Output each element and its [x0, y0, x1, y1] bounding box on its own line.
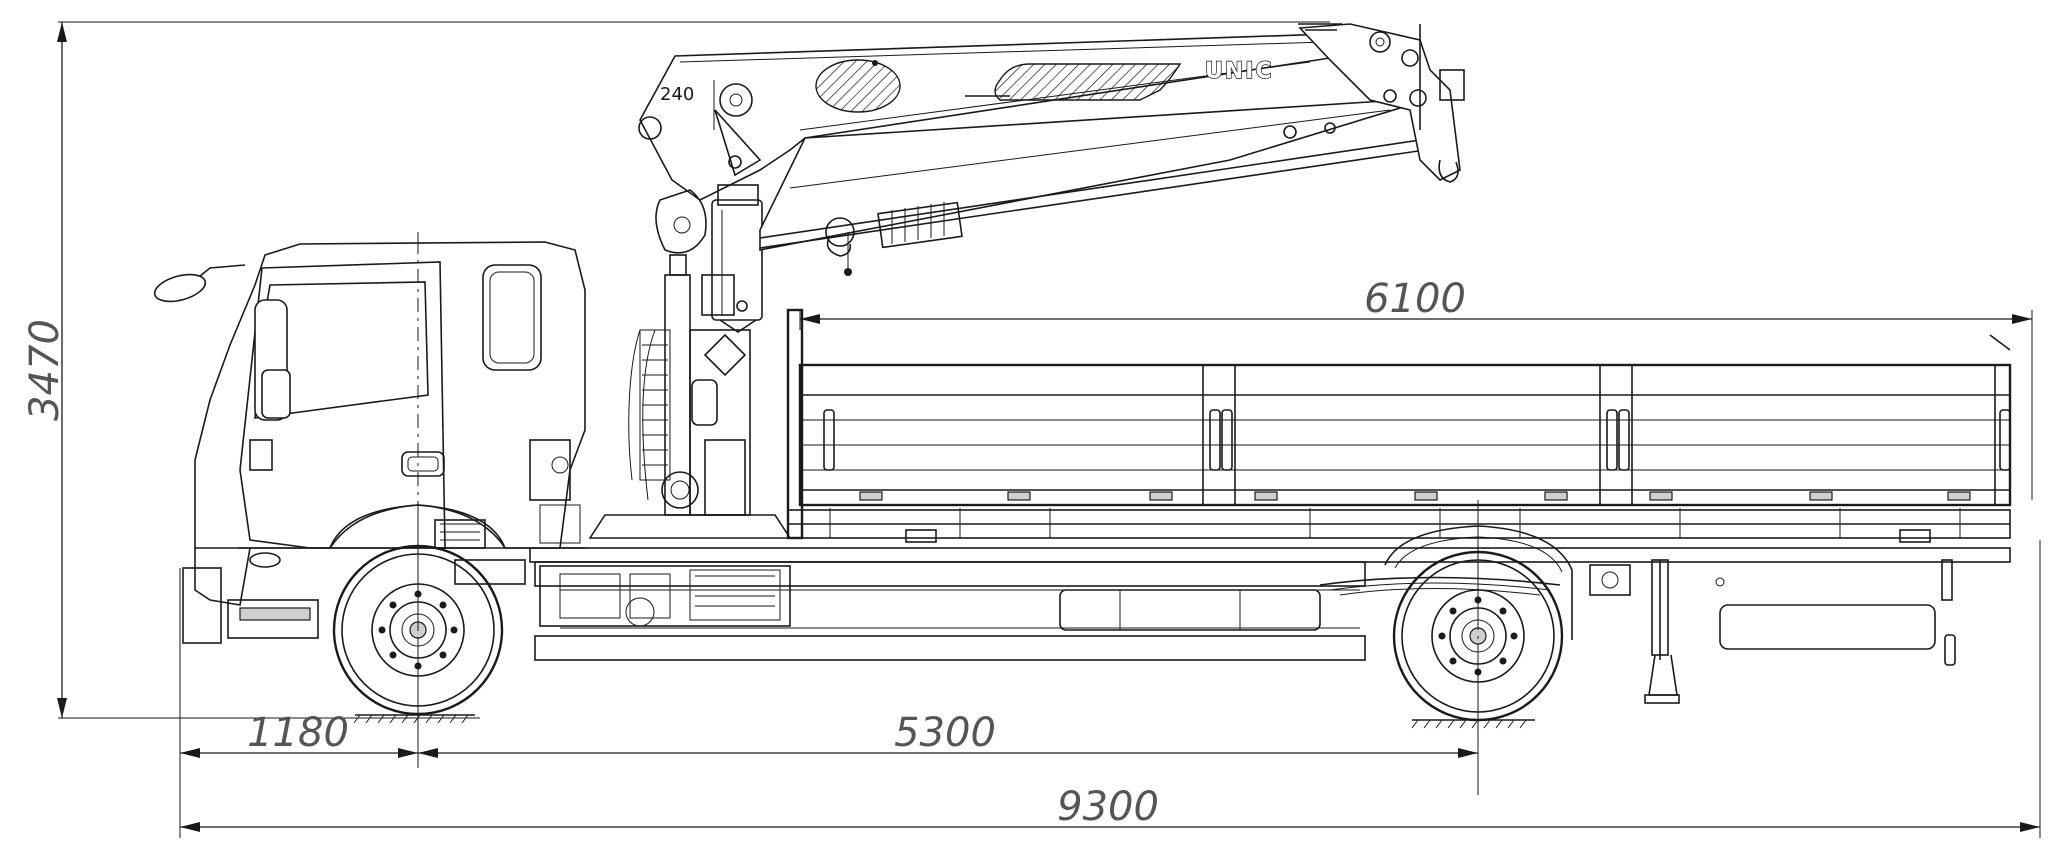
overall-height-label: 3470 — [22, 319, 68, 421]
chassis-frame — [529, 547, 2011, 704]
crane-brand-label: UNIC — [1205, 59, 1274, 84]
truck-cab — [153, 241, 586, 644]
body-length-label: 6100 — [1364, 276, 1466, 322]
overall-length-label: 9300 — [1057, 784, 1159, 830]
front-overhang-label: 1180 — [247, 710, 349, 756]
dimension-lines — [57, 21, 2041, 838]
crane-boom — [638, 23, 1465, 333]
wheelbase-label: 5300 — [894, 710, 996, 756]
cargo-body — [786, 308, 2012, 543]
crane-column — [588, 254, 792, 539]
crane-detail-label: 240 — [660, 84, 694, 105]
